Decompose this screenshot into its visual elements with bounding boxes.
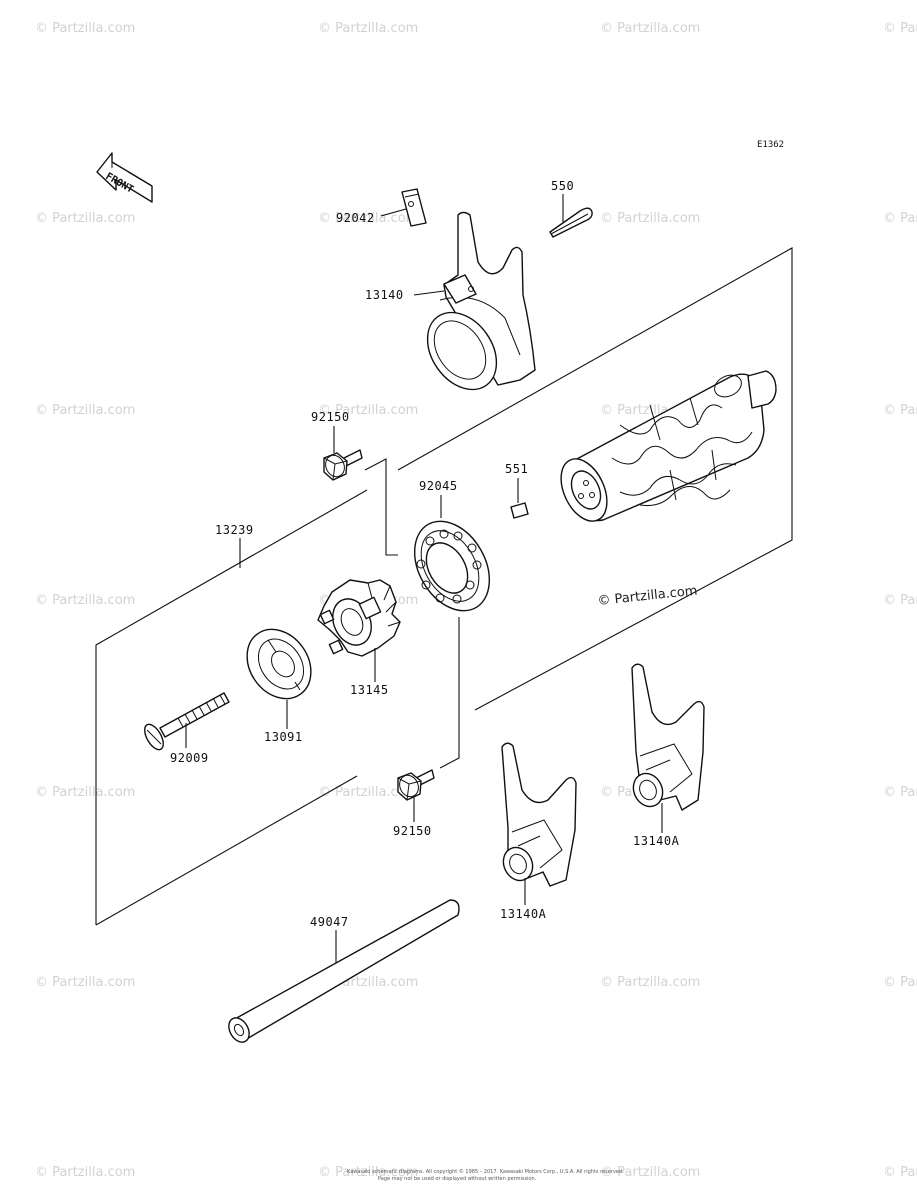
watermark: © Partzilla.com bbox=[318, 211, 418, 226]
watermark: © Partzilla.com bbox=[600, 21, 700, 36]
watermark: © Partzilla.com bbox=[35, 21, 135, 36]
watermark: © Partzilla.com bbox=[35, 1165, 135, 1180]
watermark: © Partzilla.com bbox=[883, 785, 917, 800]
watermark: © Partzilla.com bbox=[883, 975, 917, 990]
diagram-watermark: © Partzilla.com bbox=[597, 584, 698, 609]
footer-line-1: Kawasaki schematic diagrams. All copyrig… bbox=[347, 1168, 624, 1175]
watermark: © Partzilla.com bbox=[318, 21, 418, 36]
part-shift-drum bbox=[560, 370, 777, 522]
watermark: © Partzilla.com bbox=[35, 975, 135, 990]
watermark: © Partzilla.com bbox=[318, 403, 418, 418]
label-550: 550 bbox=[551, 179, 574, 193]
part-92009-screw bbox=[144, 692, 230, 751]
label-92150-top: 92150 bbox=[311, 410, 350, 424]
part-92045-bearing bbox=[413, 520, 491, 612]
label-92150-bottom: 92150 bbox=[393, 824, 432, 838]
label-13140A-right: 13140A bbox=[633, 834, 680, 848]
watermark: © Partzilla.com bbox=[883, 593, 917, 608]
diagram-code: E1362 bbox=[757, 140, 784, 150]
part-labels: 92042 550 13140 92150 551 92045 13239 13… bbox=[170, 179, 680, 929]
label-92009: 92009 bbox=[170, 751, 209, 765]
leader-lines bbox=[185, 194, 663, 963]
watermark: © Partzilla.com bbox=[883, 403, 917, 418]
watermark: © Partzilla.com bbox=[35, 403, 135, 418]
watermark: © Partzilla.com bbox=[600, 975, 700, 990]
label-13091: 13091 bbox=[264, 730, 303, 744]
watermark: © Partzilla.com bbox=[35, 211, 135, 226]
footer-line-2: Page may not be used or displayed withou… bbox=[378, 1176, 537, 1182]
part-551-pin bbox=[510, 502, 529, 519]
label-92042: 92042 bbox=[336, 211, 375, 225]
label-13239: 13239 bbox=[215, 523, 254, 537]
part-13140A-shift-fork-left bbox=[501, 742, 577, 887]
front-arrow-icon: FRONT bbox=[96, 152, 153, 203]
label-13140A-left: 13140A bbox=[500, 907, 547, 921]
part-92150-bolt-bottom bbox=[397, 769, 435, 801]
part-13140-shift-fork bbox=[426, 211, 536, 391]
watermark: © Partzilla.com bbox=[883, 21, 917, 36]
label-13140: 13140 bbox=[365, 288, 404, 302]
watermark: © Partzilla.com bbox=[35, 593, 135, 608]
watermark: © Partzilla.com bbox=[318, 785, 418, 800]
label-92045: 92045 bbox=[419, 479, 458, 493]
part-92150-bolt-top bbox=[323, 449, 363, 481]
assembly-outline bbox=[95, 247, 793, 926]
footer-copyright: Kawasaki schematic diagrams. All copyrig… bbox=[347, 1168, 624, 1182]
label-13145: 13145 bbox=[350, 683, 389, 697]
part-49047-shaft bbox=[228, 899, 460, 1043]
watermark: © Partzilla.com bbox=[883, 211, 917, 226]
part-550-cotter-pin bbox=[549, 207, 593, 238]
watermark: © Partzilla.com bbox=[318, 1165, 418, 1180]
watermark: © Partzilla.com bbox=[600, 1165, 700, 1180]
part-92042-pin bbox=[401, 188, 427, 227]
part-13140A-shift-fork-right bbox=[631, 663, 705, 811]
label-49047: 49047 bbox=[310, 915, 349, 929]
label-551: 551 bbox=[505, 462, 528, 476]
part-13091-plate bbox=[246, 628, 312, 700]
part-13145-star-cam bbox=[317, 579, 401, 657]
watermark: © Partzilla.com bbox=[883, 1165, 917, 1180]
watermark: © Partzilla.com bbox=[35, 785, 135, 800]
watermark: © Partzilla.com bbox=[600, 211, 700, 226]
